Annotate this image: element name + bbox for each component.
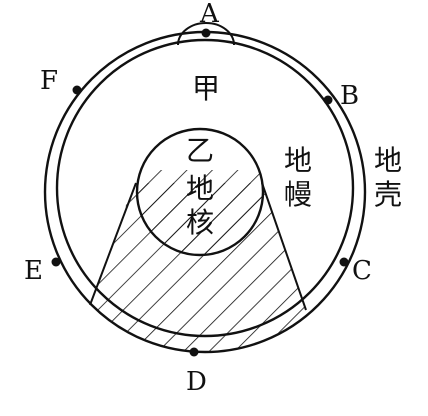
hatched-shadow-zone: [70, 183, 330, 352]
core-label: 地核: [186, 172, 214, 239]
point-f-label: F: [40, 66, 58, 96]
shadow-edge-right: [261, 182, 307, 311]
point-e-label: E: [24, 256, 43, 286]
shadow-edge-left: [89, 182, 137, 306]
mantle-boundary-ring: [55, 38, 355, 338]
point-b-label: B: [340, 81, 359, 111]
point-d-dot: [189, 347, 199, 357]
point-a-arc: [177, 22, 235, 46]
point-a-label: A: [199, 0, 220, 29]
point-a-dot: [201, 28, 211, 38]
mantle-label: 地幔: [284, 144, 312, 211]
point-f-dot: [72, 85, 82, 95]
point-b-dot: [323, 95, 333, 105]
core-boundary-ring: [135, 127, 265, 257]
point-d-label: D: [186, 367, 207, 397]
zone-yi-label: 乙: [186, 134, 214, 167]
crust-label: 地壳: [374, 144, 402, 211]
zone-jia-label: 甲: [192, 72, 220, 105]
point-c-dot: [339, 257, 349, 267]
point-c-label: C: [352, 256, 372, 286]
point-e-dot: [51, 257, 61, 267]
